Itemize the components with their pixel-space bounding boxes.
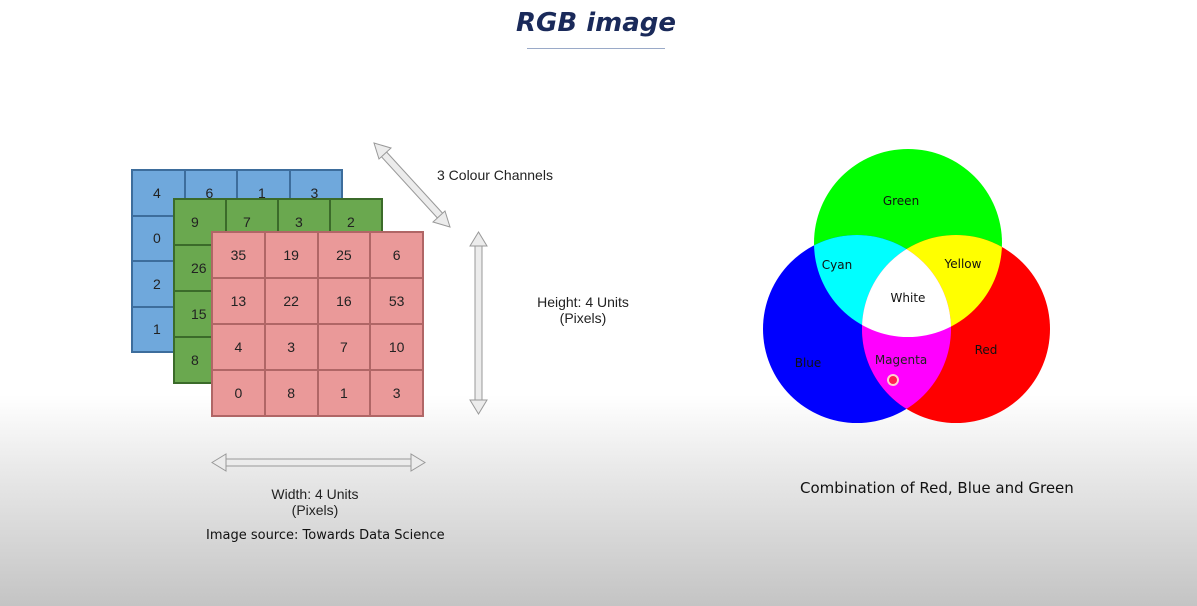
height-arrow (469, 231, 488, 415)
width-label-line1: Width: 4 Units (271, 486, 359, 502)
venn-label-green: Green (883, 194, 919, 208)
venn-caption: Combination of Red, Blue and Green (800, 479, 1074, 497)
red-cell: 19 (264, 232, 318, 278)
red-cell: 8 (264, 370, 318, 416)
red-cell: 10 (370, 324, 423, 370)
height-label: Height: 4 Units (Pixels) (520, 294, 646, 326)
venn-label-cyan: Cyan (822, 258, 852, 272)
red-cell: 53 (370, 278, 423, 324)
venn-label-blue: Blue (795, 356, 822, 370)
venn-label-magenta: Magenta (875, 353, 927, 367)
white-overlap (862, 235, 951, 337)
red-cell: 35 (212, 232, 265, 278)
channel-depth-arrow (373, 142, 451, 228)
height-label-line2: (Pixels) (559, 310, 607, 326)
red-cell: 0 (212, 370, 265, 416)
channels-label: 3 Colour Channels (437, 167, 553, 183)
width-label-line2: (Pixels) (291, 502, 339, 518)
width-label: Width: 4 Units (Pixels) (250, 486, 380, 518)
image-source-caption: Image source: Towards Data Science (206, 528, 445, 543)
slide-title: RGB image (515, 8, 677, 38)
red-cell: 3 (370, 370, 423, 416)
rgb-venn-diagram: Green Cyan Yellow White Magenta Blue Red (763, 149, 1050, 423)
height-label-line1: Height: 4 Units (537, 294, 629, 310)
cursor-marker (887, 374, 899, 386)
red-cell: 22 (264, 278, 318, 324)
width-arrow (211, 453, 426, 472)
red-cell: 3 (264, 324, 318, 370)
red-cell: 13 (212, 278, 265, 324)
red-cell: 16 (317, 278, 371, 324)
venn-label-yellow: Yellow (944, 257, 982, 271)
red-cell: 6 (370, 232, 423, 278)
red-cell: 1 (317, 370, 371, 416)
red-cell: 7 (317, 324, 371, 370)
red-cell: 25 (317, 232, 371, 278)
venn-label-red: Red (975, 343, 998, 357)
blue-cell: 4 (132, 170, 185, 216)
green-cell: 9 (174, 199, 226, 245)
title-underline (527, 48, 665, 49)
red-cell: 4 (212, 324, 265, 370)
venn-label-white: White (891, 291, 926, 305)
